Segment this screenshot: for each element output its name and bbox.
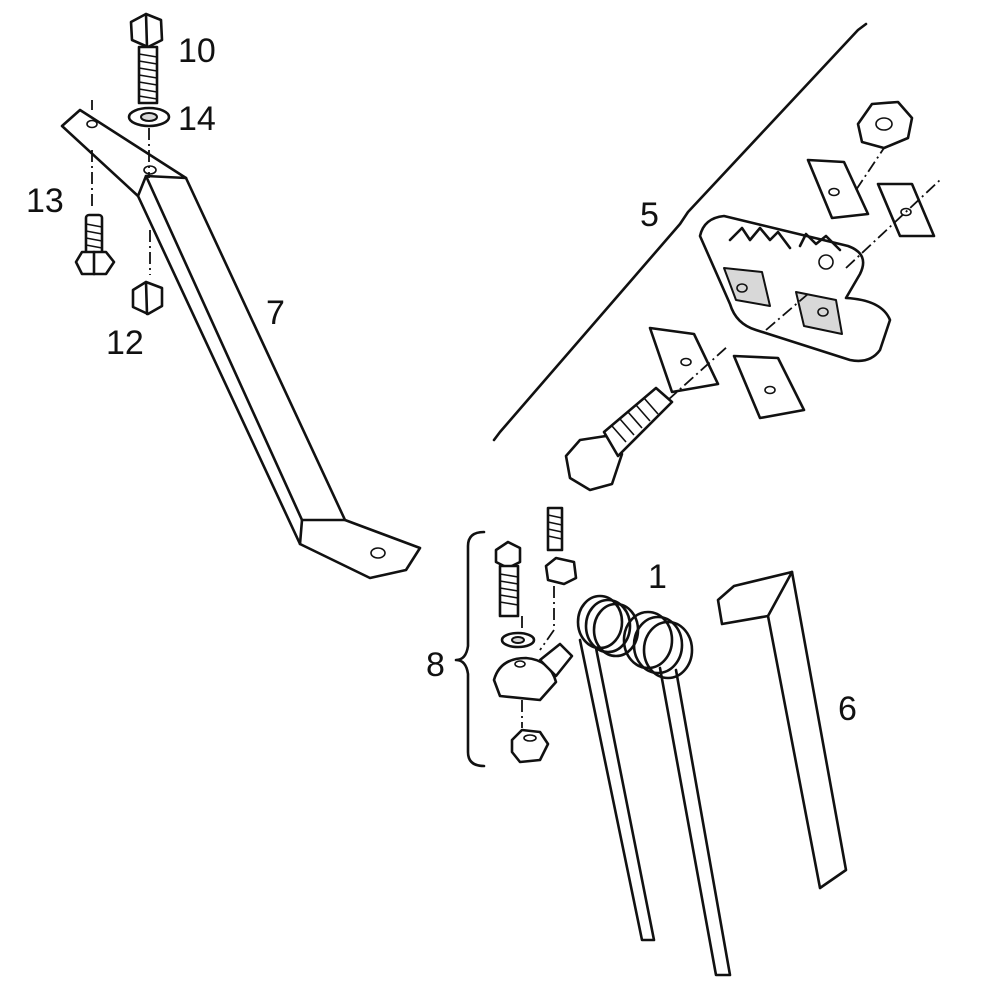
- washer: [127, 106, 171, 128]
- spring-tine: [576, 594, 732, 977]
- callout-10: 10: [178, 32, 216, 70]
- callout-12: 12: [106, 324, 144, 362]
- callout-8: 8: [426, 646, 445, 684]
- callout-6: 6: [838, 690, 857, 728]
- clamp-assembly: [492, 506, 578, 764]
- support-bracket: [60, 108, 422, 580]
- callout-1: 1: [648, 558, 667, 596]
- tine-holder-assembly: [492, 22, 941, 492]
- lower-nut: [131, 280, 164, 316]
- flange-bolt: [74, 213, 116, 276]
- callout-7: 7: [266, 294, 285, 332]
- callout-5: 5: [640, 196, 659, 234]
- callout-13: 13: [26, 182, 64, 220]
- brace-assembly-8: [454, 530, 486, 768]
- tine-guard: [716, 570, 848, 890]
- callout-14: 14: [178, 100, 216, 138]
- top-bolt: [129, 12, 164, 105]
